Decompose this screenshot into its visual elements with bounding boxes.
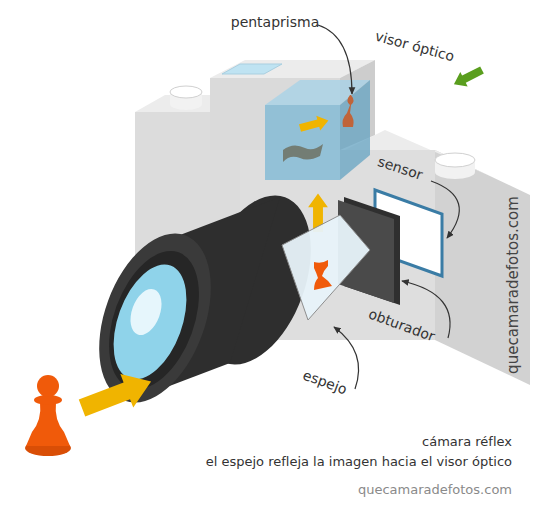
part-label: visor óptico [374,27,457,64]
mirror-image-pawn [314,260,332,290]
button-top [170,86,202,98]
prism-side [340,80,370,180]
top-window [222,64,282,74]
part-label: sensor [375,153,424,183]
pentaprism [265,80,370,180]
prism-image-shadow [283,144,323,162]
lens-highlight [125,285,168,340]
lens-glass [99,255,200,390]
incoming-light-arrow [76,365,158,425]
dial-top [435,153,475,167]
part-label: espejo [301,366,350,397]
watermark: quecamaradefotos.com [504,196,522,374]
arrow-shape [298,113,330,135]
pawn-body [26,402,70,446]
prism-image-pawn [343,95,354,127]
caption-text: el espejo refleja la imagen hacia el vis… [206,454,512,470]
arrow-shape [76,365,158,425]
leader-line [318,25,352,94]
prism-front [265,105,340,180]
caption-url: quecamaradefotos.com [358,482,512,498]
arrow-shape [450,63,485,92]
body-side-face [435,150,530,385]
lens-front-ring [78,218,232,418]
part-label: obturador [367,305,438,345]
prism-light-arrow [298,113,330,135]
button-base [170,98,202,110]
viewfinder-arrow [450,63,485,92]
pawn-head [37,375,59,397]
mirror [282,215,370,320]
caption-heading: cámara réflex [422,434,512,450]
lens-inner-rim [92,239,216,402]
pawn-object [25,375,71,456]
leader-line [431,181,459,238]
part-label: pentaprisma [231,14,319,31]
